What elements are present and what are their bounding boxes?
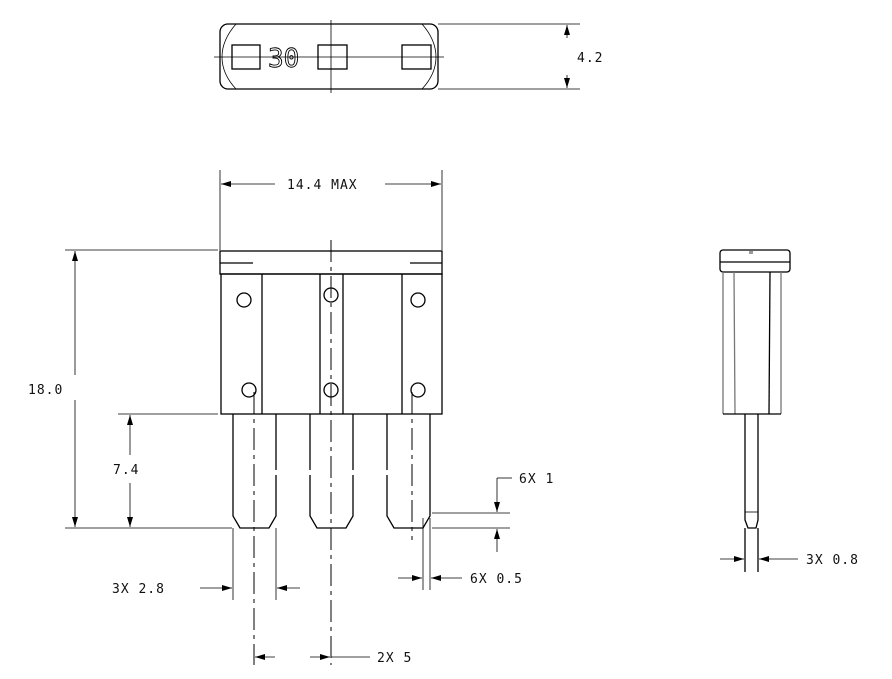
fuse-marking: 30 <box>268 44 299 74</box>
dim-blade-thickness: 3X 0.8 <box>806 553 859 568</box>
dim-blade-length: 7.4 <box>113 463 139 478</box>
dim-tip-step: 6X 0.5 <box>470 572 523 587</box>
side-view: 3X 0.8 <box>719 249 859 572</box>
dim-pitch: 2X 5 <box>377 651 412 666</box>
dim-blade-width: 3X 2.8 <box>112 582 165 597</box>
dim-thickness: 4.2 <box>577 51 603 66</box>
top-view: 30 4.2 <box>214 20 603 93</box>
dim-width: 14.4 MAX <box>287 178 358 193</box>
dim-height: 18.0 <box>28 383 63 398</box>
dim-tip-chamfer: 6X 1 <box>519 472 554 487</box>
front-view: 14.4 MAX 18.0 7.4 <box>28 170 554 666</box>
